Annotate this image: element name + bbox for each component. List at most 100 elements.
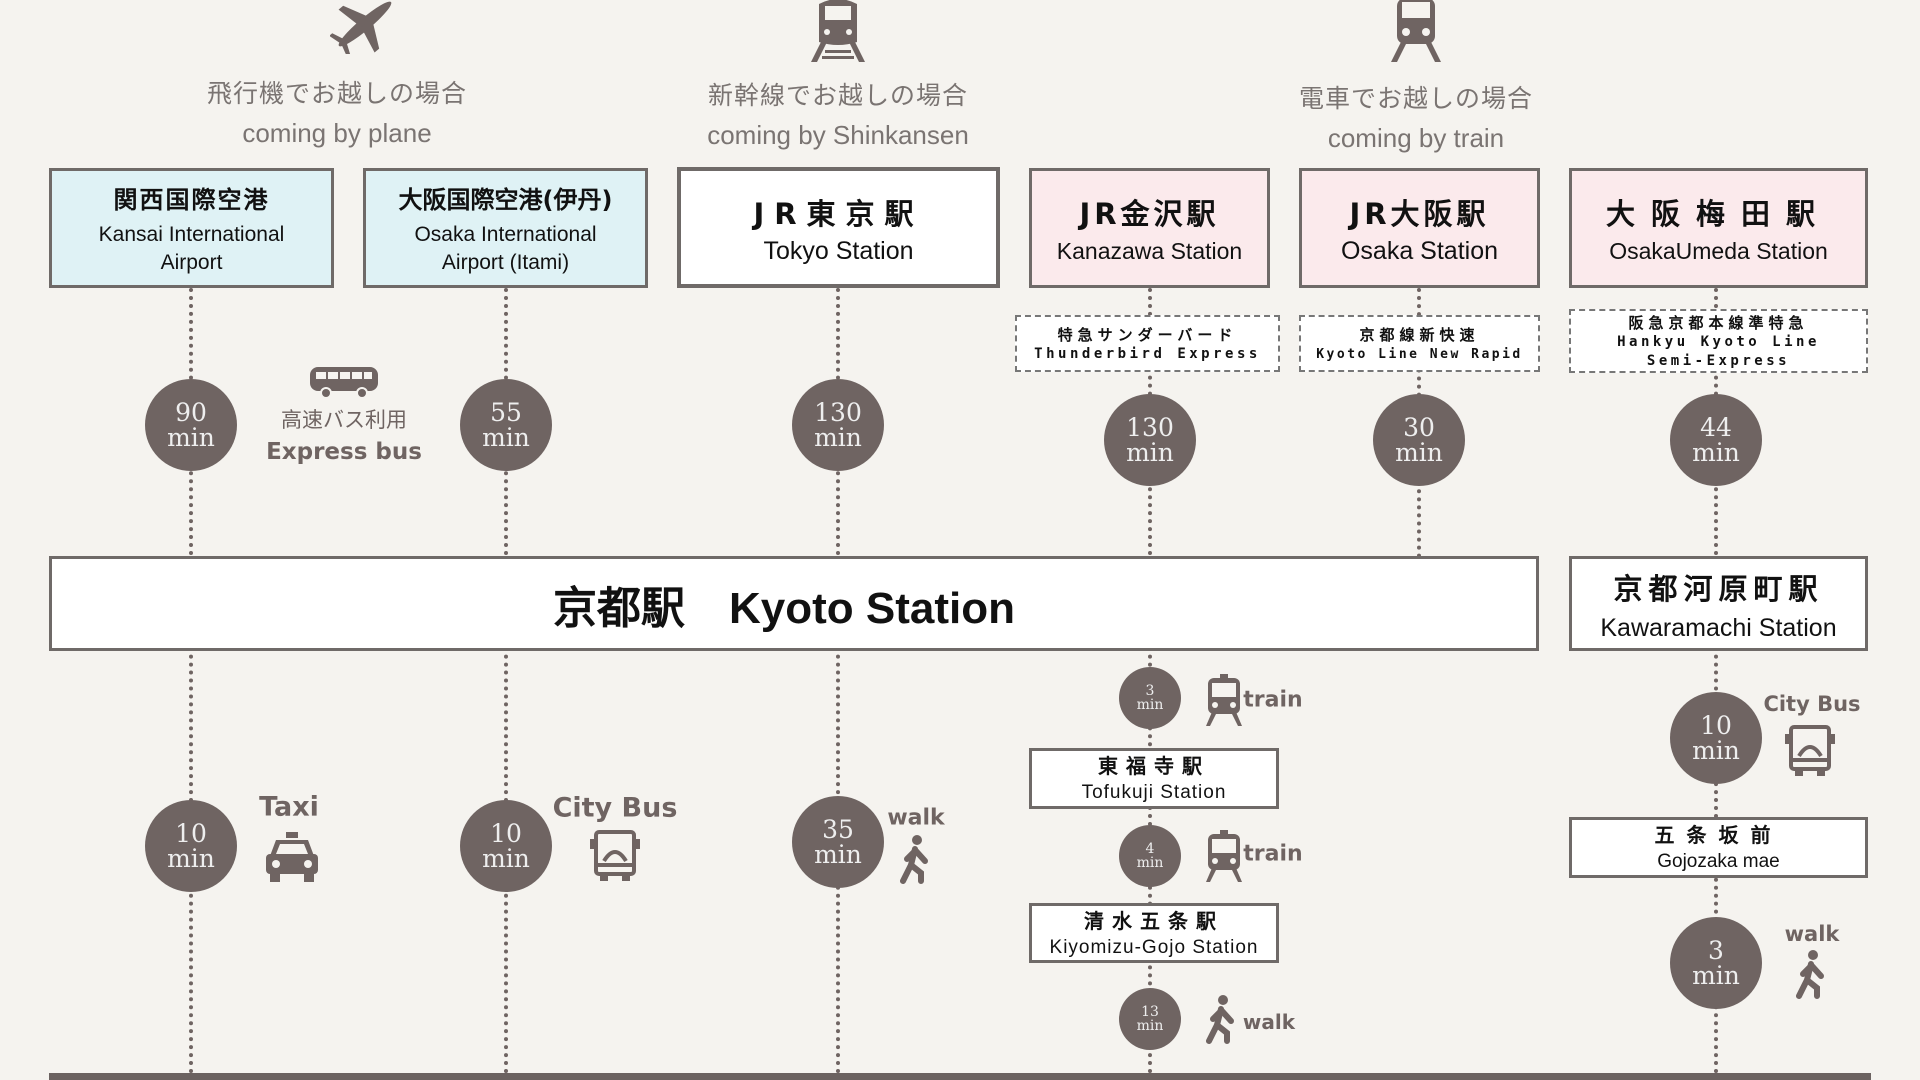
time-value: 10 [175, 819, 207, 848]
group-title-plane: 飛行機でお越しの場合 coming by plane [207, 74, 467, 149]
hub-name-jp: 京都河原町駅 [1613, 571, 1824, 606]
group-title-shinkansen: 新幹線でお越しの場合 coming by Shinkansen [707, 76, 969, 151]
hub-kyoto-station: 京都駅 Kyoto Station [49, 556, 1539, 651]
hub-kawaramachi-station: 京都河原町駅 Kawaramachi Station [1569, 556, 1868, 651]
time-unit: min [814, 840, 862, 869]
mode-label-train: train [1243, 841, 1303, 867]
time-value: 55 [490, 398, 522, 427]
time-unit: min [1126, 438, 1174, 467]
line-name-en: Kyoto Line New Rapid [1316, 346, 1523, 362]
taxi-icon [266, 832, 318, 882]
mode-label-citybus: City Bus [1763, 692, 1861, 716]
origin-tokyo-station: JR東京駅 Tokyo Station [677, 167, 1000, 288]
group-title-en: coming by plane [242, 118, 432, 148]
time-unit: min [482, 423, 530, 452]
time-value: 10 [490, 819, 522, 848]
route-line-umeda [1714, 288, 1718, 1074]
origin-osaka-station: JR大阪駅 Osaka Station [1299, 168, 1540, 288]
stop-name-jp: 五条坂前 [1654, 823, 1783, 847]
origin-name-en: Airport (Itami) [441, 250, 570, 274]
walk-icon [1795, 950, 1829, 1000]
line-name-jp: 特急サンダーバード [1057, 325, 1238, 344]
stop-kiyomizu-gojo-station: 清水五条駅 Kiyomizu-Gojo Station [1029, 903, 1279, 963]
time-value: 130 [1126, 413, 1174, 442]
time-unit: min [482, 844, 530, 873]
line-hankyu-semi-express: 阪急京都本線準特急 Hankyu Kyoto Line Semi-Express [1569, 309, 1868, 373]
time-value: 130 [814, 398, 862, 427]
mode-label-walk: walk [887, 805, 945, 831]
origin-kansai-airport: 関西国際空港 Kansai International Airport [49, 168, 334, 288]
origin-name-jp: JR東京駅 [753, 196, 924, 231]
time-value: 3 [1145, 683, 1155, 699]
origin-name-jp: 関西国際空港 [113, 185, 270, 214]
route-line-tokyo [836, 288, 840, 1074]
time-unit: min [167, 844, 215, 873]
stop-tofukuji-station: 東福寺駅 Tofukuji Station [1029, 748, 1279, 809]
city-bus-icon [590, 829, 640, 881]
origin-kanazawa-station: JR金沢駅 Kanazawa Station [1029, 168, 1270, 288]
train-icon [1206, 830, 1242, 882]
origin-name-en: Kansai International [98, 222, 285, 246]
stop-gojozaka-mae: 五条坂前 Gojozaka mae [1569, 817, 1868, 878]
route-line-itami [504, 288, 508, 1074]
stop-name-en: Tofukuji Station [1081, 782, 1227, 803]
origin-name-en: Airport [160, 250, 223, 274]
group-title-jp: 新幹線でお越しの場合 [707, 81, 969, 110]
route-line-kansai [189, 288, 193, 1074]
origin-name-en: Kanazawa Station [1056, 238, 1243, 264]
origin-name-jp: 大阪梅田駅 [1605, 197, 1831, 231]
time-value: 44 [1700, 413, 1732, 442]
airplane-icon [330, 0, 400, 54]
time-unit: min [1395, 438, 1443, 467]
time-unit: min [814, 423, 862, 452]
origin-name-jp: 大阪国際空港(伊丹) [398, 185, 613, 214]
time-unit: min [1136, 1018, 1164, 1034]
stop-name-en: Kiyomizu-Gojo Station [1049, 936, 1259, 958]
hub-name-en: Kawaramachi Station [1600, 613, 1837, 642]
time-value: 35 [822, 815, 854, 844]
origin-name-en: Tokyo Station [763, 236, 914, 265]
shinkansen-icon [811, 0, 865, 62]
mode-label-walk: walk [1784, 922, 1840, 946]
time-value: 13 [1141, 1004, 1159, 1020]
express-bus-label-en: Express bus [266, 439, 422, 465]
express-bus-label-jp: 高速バス利用 [281, 408, 407, 432]
origin-name-jp: JR大阪駅 [1349, 197, 1490, 231]
origin-name-en: Osaka International [414, 222, 597, 246]
mode-label-walk: walk [1242, 1010, 1296, 1034]
time-unit: min [1692, 736, 1740, 765]
line-name-jp: 阪急京都本線準特急 [1628, 313, 1809, 332]
group-title-en: coming by train [1327, 123, 1505, 153]
line-thunderbird: 特急サンダーバード Thunderbird Express [1015, 315, 1280, 372]
stop-name-jp: 東福寺駅 [1098, 754, 1210, 778]
group-title-jp: 飛行機でお越しの場合 [206, 79, 468, 108]
line-name-en: Hankyu Kyoto Line [1617, 333, 1820, 350]
walk-icon [899, 835, 933, 885]
hub-kyoto-label: 京都駅 Kyoto Station [553, 583, 1015, 633]
time-unit: min [1692, 438, 1740, 467]
time-value: 90 [175, 398, 207, 427]
walk-icon [1205, 995, 1239, 1045]
time-value: 10 [1700, 711, 1732, 740]
group-title-train: 電車でお越しの場合 coming by train [1299, 79, 1533, 154]
mode-label-taxi: Taxi [259, 791, 319, 823]
mode-label-citybus: City Bus [552, 792, 678, 824]
express-bus-icon [308, 365, 380, 399]
line-name-en: Thunderbird Express [1034, 345, 1261, 362]
time-unit: min [1692, 961, 1740, 990]
origin-name-en: Osaka Station [1340, 237, 1499, 265]
time-value: 30 [1403, 413, 1435, 442]
line-kyoto-new-rapid: 京都線新快速 Kyoto Line New Rapid [1299, 315, 1540, 372]
stop-name-en: Gojozaka mae [1657, 851, 1780, 872]
group-title-jp: 電車でお越しの場合 [1298, 84, 1534, 113]
city-bus-icon [1785, 724, 1835, 776]
